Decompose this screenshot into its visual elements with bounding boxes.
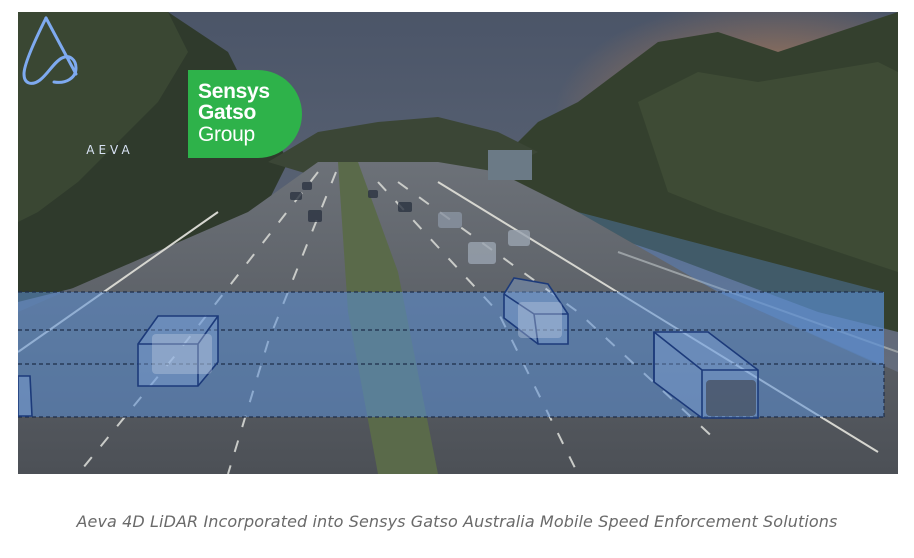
sensys-gatso-logo: Sensys Gatso Group (188, 70, 302, 158)
highway-scene (18, 12, 898, 474)
sensys-logo-line2: Gatso (198, 101, 257, 124)
image-caption: Aeva 4D LiDAR Incorporated into Sensys G… (76, 512, 838, 531)
aeva-wordmark: AEVA (86, 143, 134, 157)
highway-photo: AEVA Sensys Gatso Group (18, 12, 898, 474)
aeva-logo-icon (22, 16, 78, 85)
sensys-logo-line3: Group (198, 123, 255, 146)
sensys-logo-line1: Sensys (198, 80, 270, 103)
